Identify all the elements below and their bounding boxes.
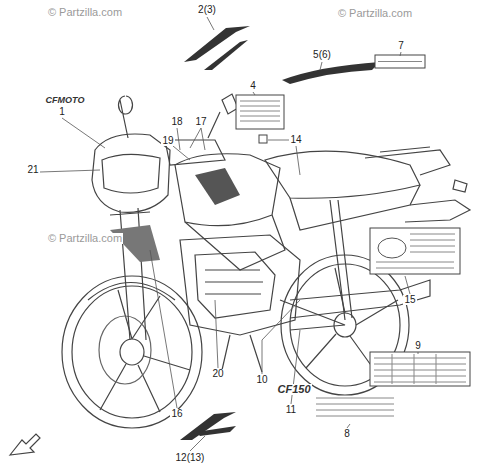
- callout-number: 5(6): [312, 50, 332, 60]
- callout-number: 21: [26, 165, 39, 175]
- callout-number: 15: [403, 295, 416, 305]
- callout-number: 14: [289, 135, 302, 145]
- callout-number: 11: [285, 405, 297, 415]
- callout-number: 9: [414, 341, 422, 351]
- callout-number: 10: [255, 375, 268, 385]
- callout-number: 1: [58, 107, 66, 117]
- watermark: © Partzilla.com: [47, 233, 123, 244]
- watermark: © Partzilla.com: [47, 7, 123, 18]
- callout-number: 19: [161, 136, 174, 146]
- callout-number: 4: [249, 81, 257, 91]
- callout-number: 8: [343, 429, 351, 439]
- decal-text: CFMOTO: [45, 96, 86, 105]
- callout-number: 20: [211, 369, 224, 379]
- callout-number: 7: [397, 41, 405, 51]
- watermark: © Partzilla.com: [337, 8, 413, 19]
- decal-text: CF150: [276, 384, 311, 395]
- callout-number: 16: [170, 409, 183, 419]
- callout-number: 12(13): [175, 453, 206, 463]
- callout-number: 2(3): [197, 5, 217, 15]
- callout-number: 17: [194, 117, 207, 127]
- callout-number: 18: [170, 117, 183, 127]
